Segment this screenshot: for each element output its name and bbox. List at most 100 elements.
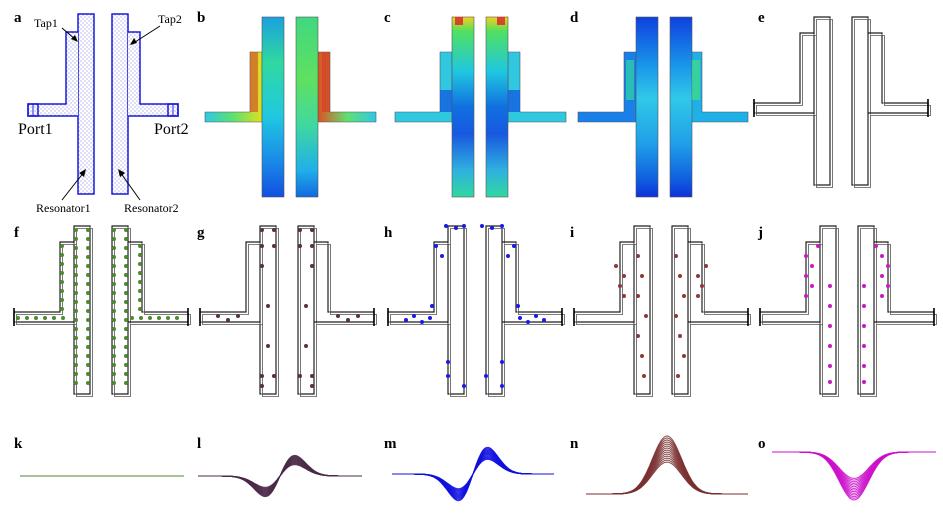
mesh-node (454, 226, 458, 230)
field-d-resonator-left (635, 16, 659, 198)
mesh-node (86, 228, 90, 232)
mesh-node (124, 237, 128, 241)
panel-m: m (384, 436, 554, 502)
panel-h: h (384, 224, 565, 397)
mesh-outline-3 (128, 241, 189, 323)
field-c-resonator-right (485, 16, 509, 198)
mesh-node (112, 345, 116, 349)
field-resonator-right (295, 16, 319, 198)
mesh-node (112, 354, 116, 358)
mesh-node (112, 336, 116, 340)
mesh-node (816, 244, 820, 248)
mesh-outline-2 (753, 32, 814, 114)
panel-label-m: m (384, 436, 397, 452)
mesh-node (266, 304, 270, 308)
waveform-trace (772, 451, 936, 481)
panel-label-h: h (384, 225, 393, 241)
mesh-node (862, 284, 866, 288)
mesh-node (60, 298, 64, 302)
mesh-outline-1 (485, 225, 503, 395)
tap1-label: Tap1 (34, 16, 58, 30)
panel-i: i (570, 225, 751, 397)
mesh-node (272, 244, 276, 248)
mesh-node (16, 316, 20, 320)
mesh-node (60, 262, 64, 266)
panel-o: o (758, 436, 936, 501)
mesh-node (704, 264, 708, 268)
mesh-node (60, 280, 64, 284)
mesh-node (266, 344, 270, 348)
mesh-node (138, 280, 142, 284)
tap2-label: Tap2 (158, 12, 182, 26)
panel-label-b: b (197, 10, 205, 26)
field-c-resonator-left (451, 16, 475, 198)
waveform-trace (586, 447, 748, 495)
mesh-outline-2 (13, 241, 74, 323)
mesh-node (642, 374, 646, 378)
mesh-node (260, 244, 264, 248)
mesh-node (260, 228, 264, 232)
mesh-node (112, 300, 116, 304)
mesh-node (112, 282, 116, 286)
panel-b: b (197, 10, 377, 198)
mesh-node (74, 327, 78, 331)
mesh-node (60, 244, 64, 248)
mesh-node (828, 380, 832, 384)
mesh-node (828, 364, 832, 368)
mesh-node (25, 316, 29, 320)
mesh-node (74, 318, 78, 322)
mesh-node (696, 274, 700, 278)
mesh-node (124, 309, 128, 313)
mesh-node (124, 291, 128, 295)
panel-l: l (197, 436, 362, 498)
mesh-node (74, 363, 78, 367)
mesh-node (518, 316, 522, 320)
mesh-node (828, 344, 832, 348)
mesh-node (440, 254, 444, 258)
mesh-node (516, 304, 520, 308)
mesh-node (886, 264, 890, 268)
mesh-node (310, 264, 314, 268)
resonator1-label: Resonator1 (36, 201, 91, 215)
mesh-node (124, 273, 128, 277)
mesh-node (404, 318, 408, 322)
mesh-node (112, 228, 116, 232)
mesh-node (60, 289, 64, 293)
mesh-node (124, 255, 128, 259)
mesh-node (216, 314, 220, 318)
mesh-node (112, 381, 116, 385)
mesh-node (622, 294, 626, 298)
mesh-node (356, 314, 360, 318)
mesh-node (226, 318, 230, 322)
waveform-trace (586, 461, 748, 495)
panel-n: n (570, 435, 748, 495)
mesh-node (298, 244, 302, 248)
mesh-node (74, 345, 78, 349)
waveform-trace (772, 451, 936, 491)
mesh-node (428, 316, 432, 320)
panel-label-l: l (197, 436, 201, 452)
resonator2-label: Resonator2 (124, 201, 179, 215)
mesh-node (674, 314, 678, 318)
mesh-node (86, 372, 90, 376)
mesh-node (124, 345, 128, 349)
resonator1-shape (77, 13, 95, 195)
mesh-node (74, 300, 78, 304)
mesh-node (175, 316, 179, 320)
panel-g: g (197, 225, 377, 397)
mesh-node (74, 246, 78, 250)
mesh-outline-1 (297, 225, 315, 395)
mesh-node (618, 284, 622, 288)
mesh-node (862, 380, 866, 384)
mesh-node (61, 316, 65, 320)
mesh-node (236, 314, 240, 318)
mesh-node (112, 273, 116, 277)
mesh-node (272, 228, 276, 232)
mesh-node (124, 246, 128, 250)
mesh-node (86, 309, 90, 313)
mesh-node (124, 327, 128, 331)
mesh-node (640, 354, 644, 358)
mesh-node (60, 307, 64, 311)
mesh-node (112, 372, 116, 376)
mesh-outline-0 (819, 225, 837, 395)
